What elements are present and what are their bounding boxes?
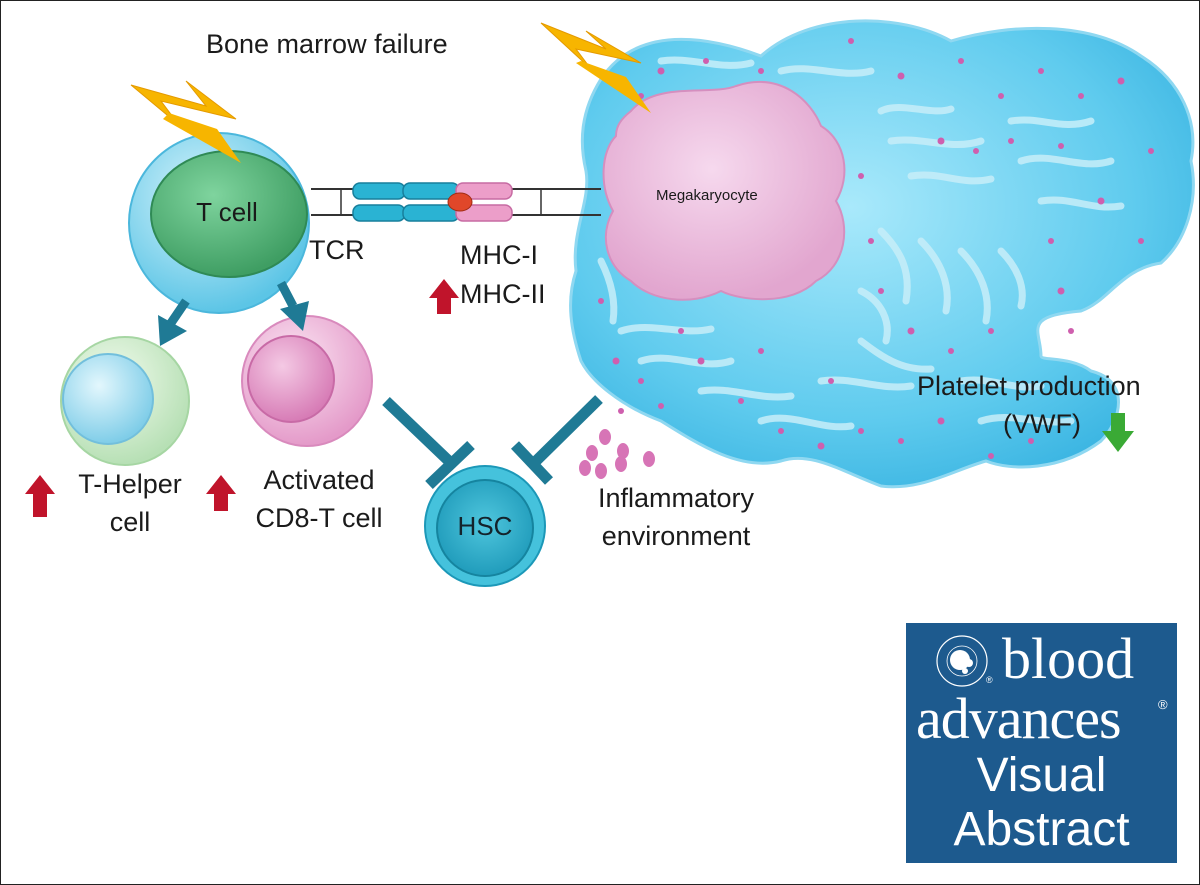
megakaryocyte-nucleus: [602, 80, 846, 301]
logo-abstract: Abstract: [953, 803, 1130, 856]
mhc-i-label: MHC-I: [460, 240, 538, 270]
increase-arrow-icon: [429, 279, 459, 314]
cd8-label: Activated: [263, 465, 375, 495]
differentiation-arrow-icon: [158, 298, 190, 346]
inhibition-arrow-icon: [511, 395, 603, 485]
platelet-label-line2: (VWF): [1003, 409, 1081, 439]
platelet-label: Platelet production: [917, 371, 1141, 401]
ash-seal-icon: [936, 635, 988, 687]
damage-bolt-icon: [130, 80, 241, 163]
t-helper-cell: [60, 336, 190, 466]
diagram-title: Bone marrow failure: [206, 29, 448, 59]
t-cell-label: T cell: [196, 197, 258, 227]
logo-advances: advances: [916, 686, 1122, 751]
damage-bolt-icon: [540, 22, 651, 113]
mhc-ii-label: MHC-II: [460, 279, 546, 309]
hsc-label: HSC: [457, 511, 513, 541]
increase-arrow-icon: [206, 475, 236, 511]
increase-arrow-icon: [25, 475, 55, 517]
blood-advances-logo: ® blood advances ® Visual Abstract: [906, 623, 1177, 863]
megakaryocyte: [569, 19, 1195, 489]
megakaryocyte-label: Megakaryocyte: [656, 187, 758, 204]
tcr-label: TCR: [309, 235, 365, 265]
t-helper-label-line2: cell: [109, 507, 151, 537]
t-cell: [128, 132, 310, 314]
registered-mark: ®: [1158, 697, 1168, 712]
cd8-t-cell: [241, 315, 373, 447]
decrease-arrow-icon: [1102, 413, 1134, 452]
hsc-cell: [424, 465, 546, 587]
inflammatory-label-line2: environment: [601, 521, 751, 551]
cd8-label-line2: CD8-T cell: [255, 503, 383, 533]
t-helper-label: T-Helper: [78, 469, 182, 499]
inflammatory-cytokine-dots: [579, 429, 655, 479]
logo-blood: blood: [1002, 626, 1135, 691]
inflammatory-label: Inflammatory: [597, 483, 755, 513]
antigen-peptide: [447, 192, 473, 212]
logo-visual: Visual: [976, 749, 1107, 802]
differentiation-arrow-icon: [277, 280, 309, 331]
tcr-mhc-synapse: [311, 182, 601, 222]
registered-mark: ®: [986, 675, 993, 685]
inhibition-arrow-icon: [382, 397, 475, 489]
